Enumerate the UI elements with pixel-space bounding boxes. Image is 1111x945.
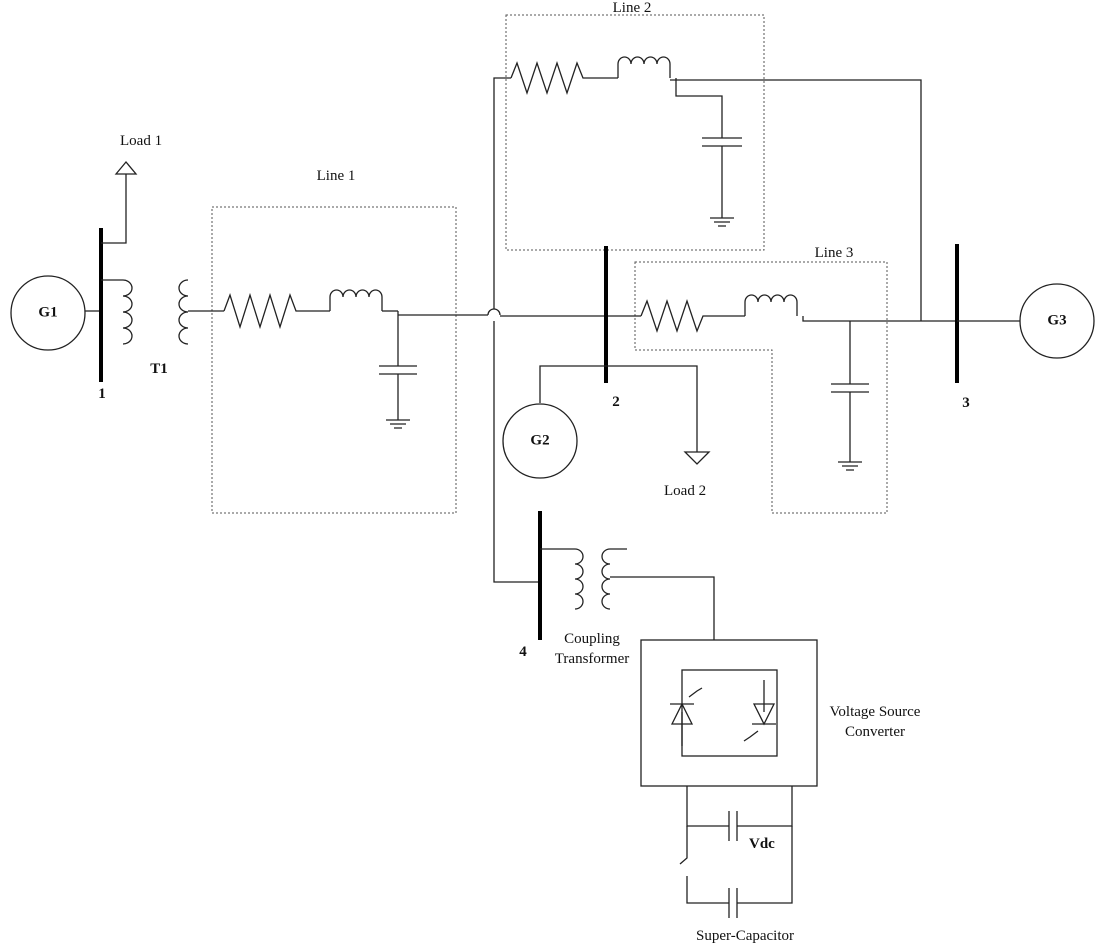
- supercap-loop: [679, 826, 793, 904]
- line2-to-bus3: [670, 79, 922, 321]
- coupling-transformer: [540, 548, 715, 640]
- thyristor-right-icon: [743, 680, 776, 742]
- transformer-t1: [101, 279, 224, 345]
- dc-link-top: [686, 786, 793, 827]
- load2-label: Load 2: [664, 483, 706, 499]
- bus4-feeder: [493, 321, 541, 583]
- thyristor-left-icon: [670, 687, 703, 746]
- crossover-hop: [487, 308, 501, 316]
- bus-1-label: 1: [98, 386, 106, 402]
- vsc-label-1: Voltage Source: [830, 704, 921, 720]
- load1-label: Load 1: [120, 133, 162, 149]
- line1-box: [211, 206, 457, 514]
- line3-inductor: [744, 294, 798, 316]
- line2-inductor: [617, 56, 671, 78]
- supercap-label: Super-Capacitor: [696, 928, 794, 944]
- line2-left-feed: [493, 77, 511, 309]
- line1-resistor: [223, 292, 330, 330]
- coupling-label-2: Transformer: [555, 651, 629, 667]
- line1-inductor: [329, 289, 383, 311]
- line1-label: Line 1: [317, 168, 356, 184]
- line1-ground-icon: [386, 419, 410, 429]
- line2-ground-icon: [710, 217, 734, 227]
- line2-capacitor: [675, 78, 742, 218]
- generator-g1: G1: [10, 275, 86, 351]
- line3-ground-icon: [838, 461, 862, 471]
- supercap-capacitor: [728, 888, 738, 918]
- bus-3-label: 3: [962, 395, 970, 411]
- coupling-label-1: Coupling: [564, 631, 620, 647]
- line3-resistor: [640, 298, 745, 334]
- load2-arrow: [683, 451, 711, 465]
- load2-lead: [606, 365, 698, 452]
- vsc-inner-box: [681, 669, 778, 757]
- line2-resistor: [510, 60, 618, 96]
- line2-label: Line 2: [613, 0, 652, 16]
- dc-capacitor: [728, 811, 738, 841]
- vsc-label-2: Converter: [845, 724, 905, 740]
- line3-label: Line 3: [815, 245, 854, 261]
- generator-g2: G2: [502, 403, 578, 479]
- line3-capacitor: [831, 321, 869, 462]
- generator-g1-label: G1: [38, 304, 57, 320]
- line2-box: [505, 14, 765, 251]
- generator-g2-label: G2: [530, 432, 549, 448]
- g2-lead: [539, 365, 606, 403]
- vsc-box: [640, 639, 818, 787]
- generator-g3: G3: [1019, 283, 1095, 359]
- vdc-label: Vdc: [749, 836, 775, 852]
- transformer-t1-label: T1: [150, 361, 168, 377]
- bus-4-label: 4: [519, 644, 527, 660]
- load1-arrow: [114, 160, 138, 175]
- bus-2-label: 2: [612, 394, 620, 410]
- line1-capacitor: [379, 311, 417, 420]
- load1-lead: [101, 174, 127, 244]
- generator-g3-label: G3: [1047, 312, 1066, 328]
- line3-to-bus3: [802, 316, 957, 322]
- line3-box: [634, 261, 888, 514]
